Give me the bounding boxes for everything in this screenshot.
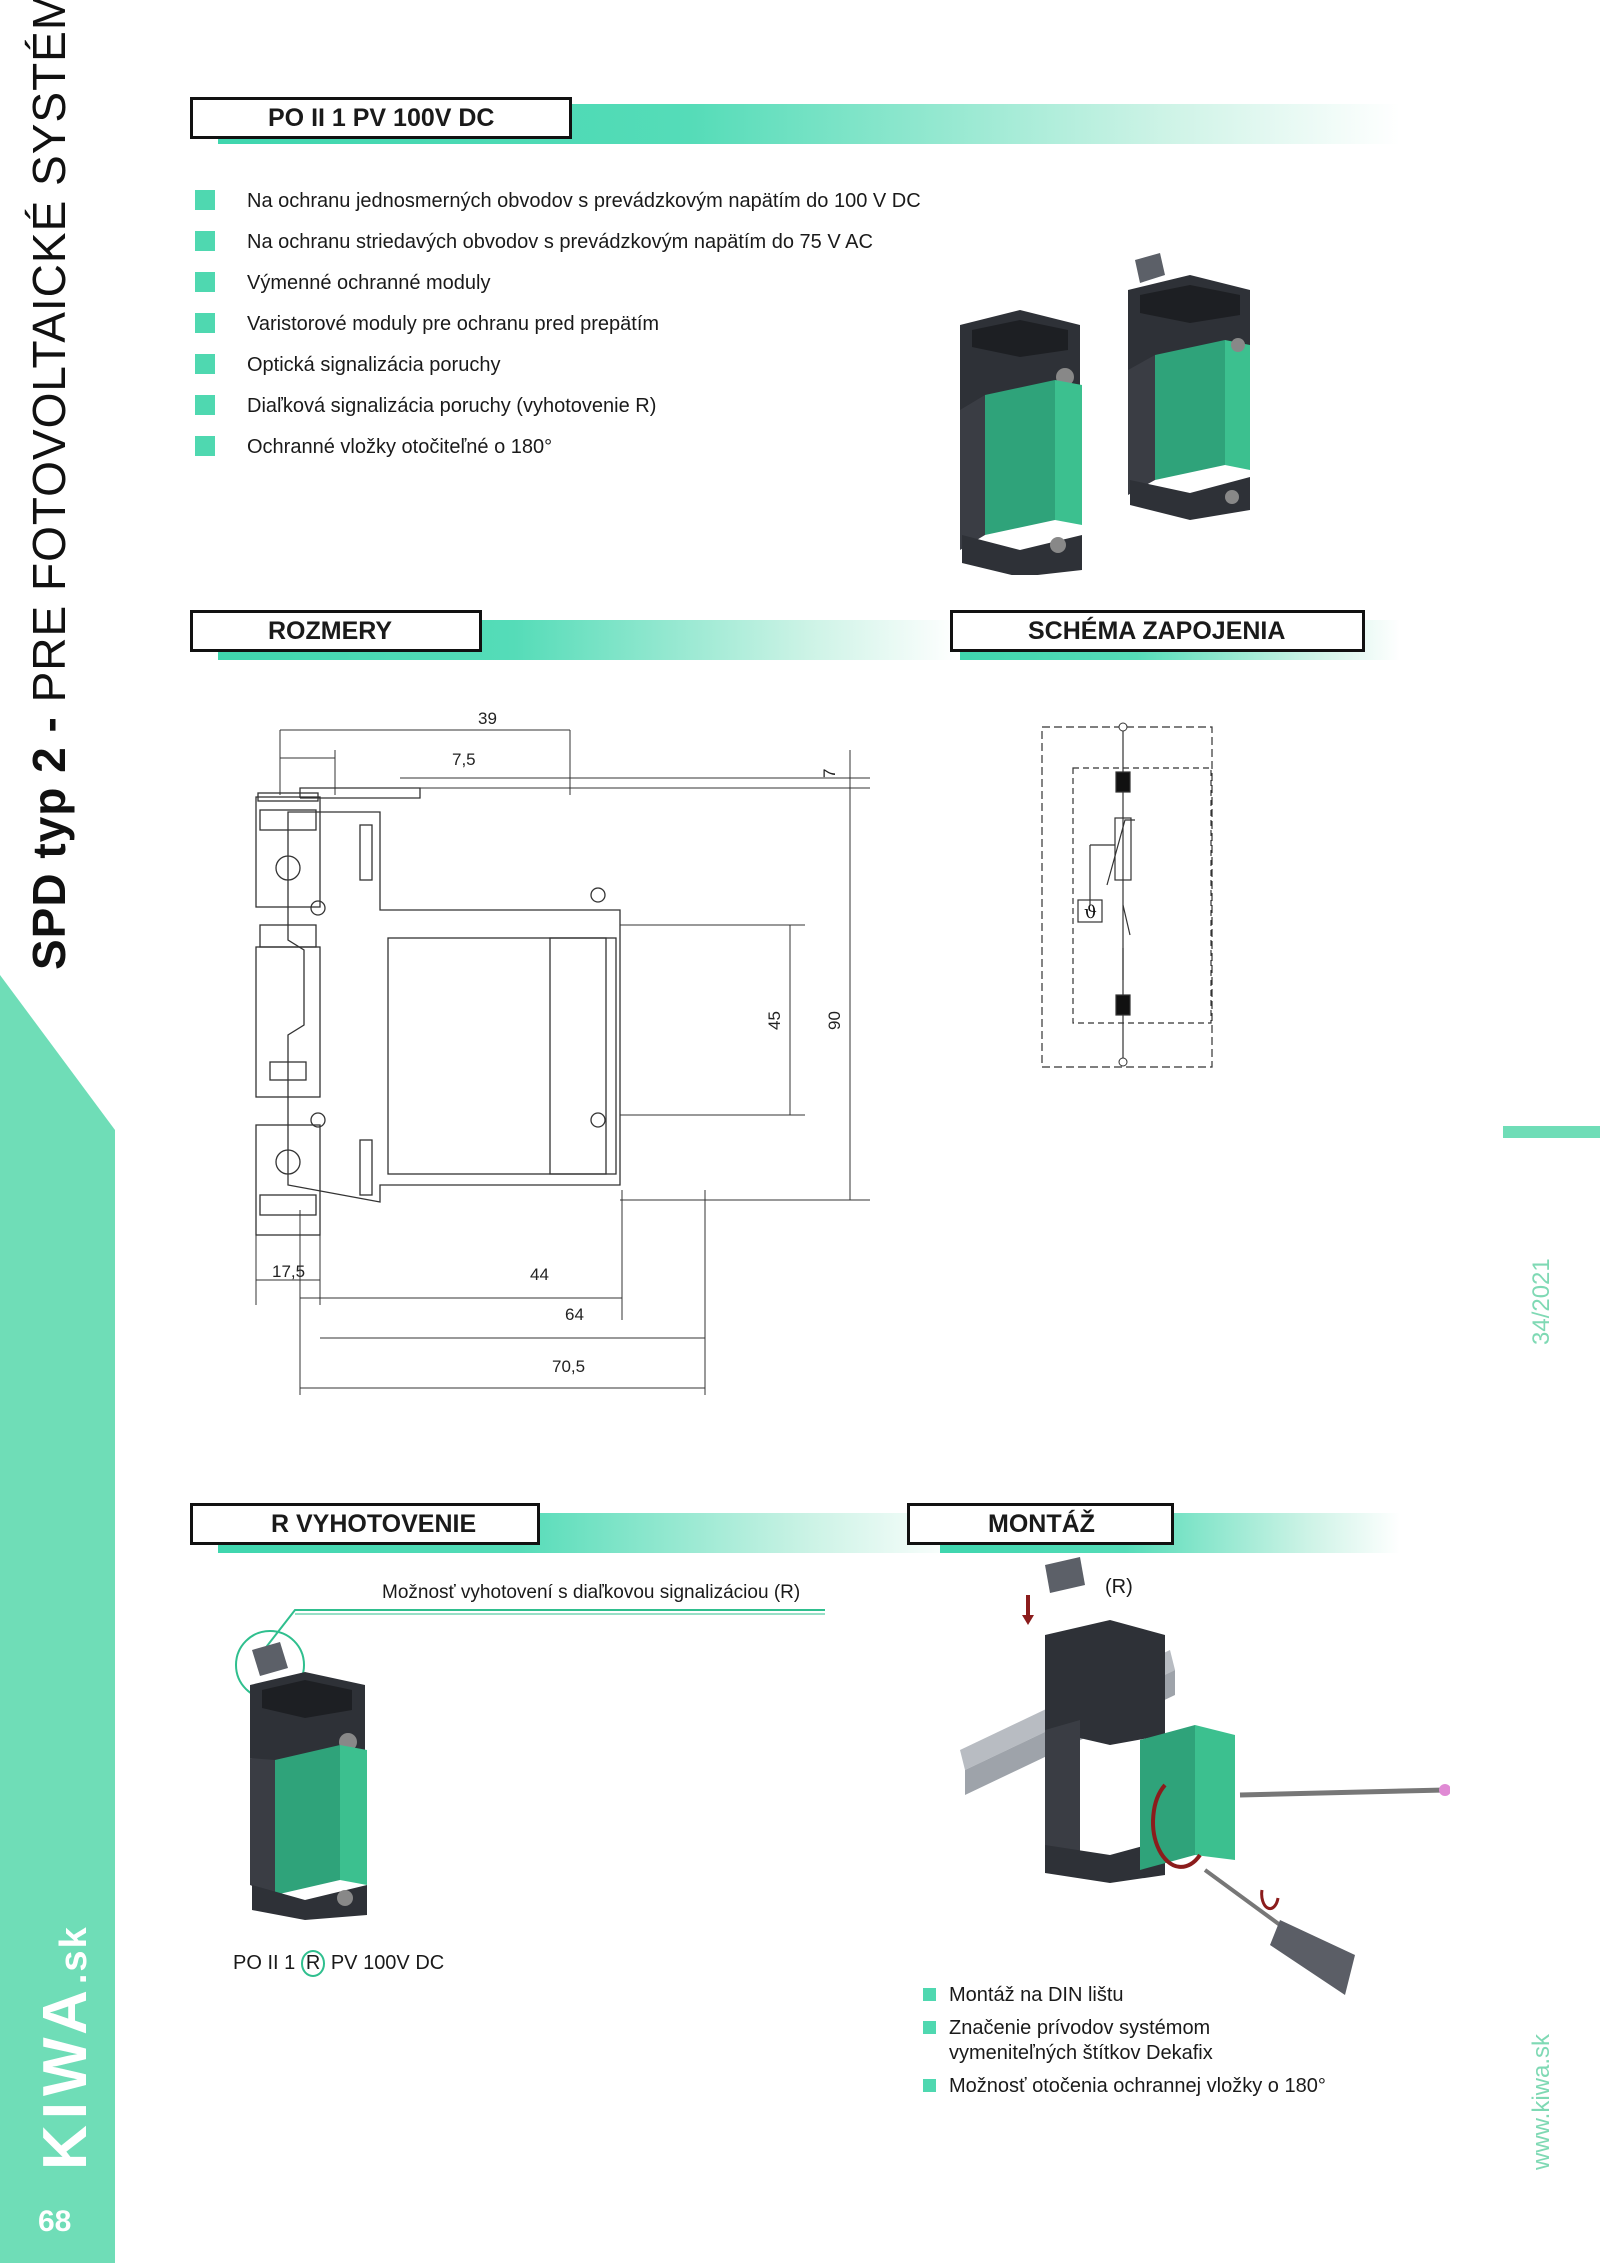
side-title: SPD typ 2 - PRE FOTOVOLTAICKÉ SYSTÉMY <box>22 0 76 970</box>
schematic-title: SCHÉMA ZAPOJENIA <box>950 610 1365 652</box>
dim-44: 44 <box>530 1265 549 1284</box>
dim-70-5: 70,5 <box>552 1357 585 1376</box>
dim-64: 64 <box>565 1305 584 1324</box>
screwdriver-icon <box>1203 1784 1450 1995</box>
feature-item: Na ochranu striedavých obvodov s prevádz… <box>195 231 921 272</box>
r-version-code: PO II 1 R PV 100V DC <box>233 1950 444 1977</box>
side-title-bold: SPD typ 2 - <box>23 716 75 970</box>
mounting-list: Montáž na DIN lištu Značenie prívodov sy… <box>923 1983 1343 2107</box>
mounting-item: Značenie prívodov systémom vymeniteľných… <box>923 2016 1343 2066</box>
dim-45: 45 <box>765 1011 784 1030</box>
feature-item: Výmenné ochranné moduly <box>195 272 921 313</box>
thermal-symbol: ϑ <box>1084 902 1097 923</box>
mounting-item: Montáž na DIN lištu <box>923 1983 1343 2008</box>
r-terminal-block <box>1045 1557 1085 1593</box>
feature-item: Diaľková signalizácia poruchy (vyhotoven… <box>195 395 921 436</box>
r-version-photo <box>250 1642 367 1920</box>
logo-suffix: .sk <box>53 1925 95 1985</box>
r-version-title: R VYHOTOVENIE <box>190 1503 540 1545</box>
mounting-item: Možnosť otočenia ochrannej vložky o 180° <box>923 2074 1343 2099</box>
side-view <box>287 787 621 1203</box>
dim-7: 7 <box>820 769 839 778</box>
code-suffix: PV 100V DC <box>330 1952 445 1974</box>
wiring-schematic: ϑ <box>1041 722 1213 1068</box>
feature-item: Varistorové moduly pre ochranu pred prep… <box>195 313 921 354</box>
turn-arrow-icon <box>1260 1889 1280 1911</box>
rotate-arrow-icon <box>1151 1783 1202 1869</box>
dimensions-title: ROZMERY <box>190 610 482 652</box>
feature-list: Na ochranu jednosmerných obvodov s prevá… <box>195 190 921 477</box>
product-title: PO II 1 PV 100V DC <box>190 97 572 139</box>
feature-item: Optická signalizácia poruchy <box>195 354 921 395</box>
side-title-rest: PRE FOTOVOLTAICKÉ SYSTÉMY <box>23 0 75 703</box>
dim-7-5: 7,5 <box>452 750 476 769</box>
kiwa-logo: KIWA.sk <box>30 1925 101 2170</box>
dimension-lines <box>255 729 870 1395</box>
issue-label: 34/2021 <box>1528 1258 1555 1345</box>
mounting-illustration <box>960 1557 1450 1995</box>
code-prefix: PO II 1 <box>233 1952 296 1974</box>
feature-item: Na ochranu jednosmerných obvodov s prevá… <box>195 190 921 231</box>
page-number: 68 <box>38 2205 72 2238</box>
logo-main: KIWA <box>31 1984 100 2170</box>
mounting-title: MONTÁŽ <box>907 1503 1174 1545</box>
r-callout-text: Možnosť vyhotovení s diaľkovou signalizá… <box>382 1582 801 1603</box>
product-unit-r <box>1128 253 1250 520</box>
dimension-drawing: 39 7,5 7 45 90 17,5 44 64 70,5 <box>255 709 870 1395</box>
feature-item: Ochranné vložky otočiteľné o 180° <box>195 436 921 477</box>
code-r-marker: R <box>300 1950 326 1977</box>
mounting-base <box>1045 1620 1165 1883</box>
dim-17-5: 17,5 <box>272 1262 305 1281</box>
mounting-r-label: (R) <box>1105 1576 1133 1598</box>
product-photo <box>960 253 1250 575</box>
product-unit-standard <box>960 310 1082 575</box>
dim-90: 90 <box>825 1011 844 1030</box>
dim-39: 39 <box>478 709 497 728</box>
protection-module <box>1140 1725 1235 1870</box>
website-link[interactable]: www.kiwa.sk <box>1528 2033 1555 2170</box>
